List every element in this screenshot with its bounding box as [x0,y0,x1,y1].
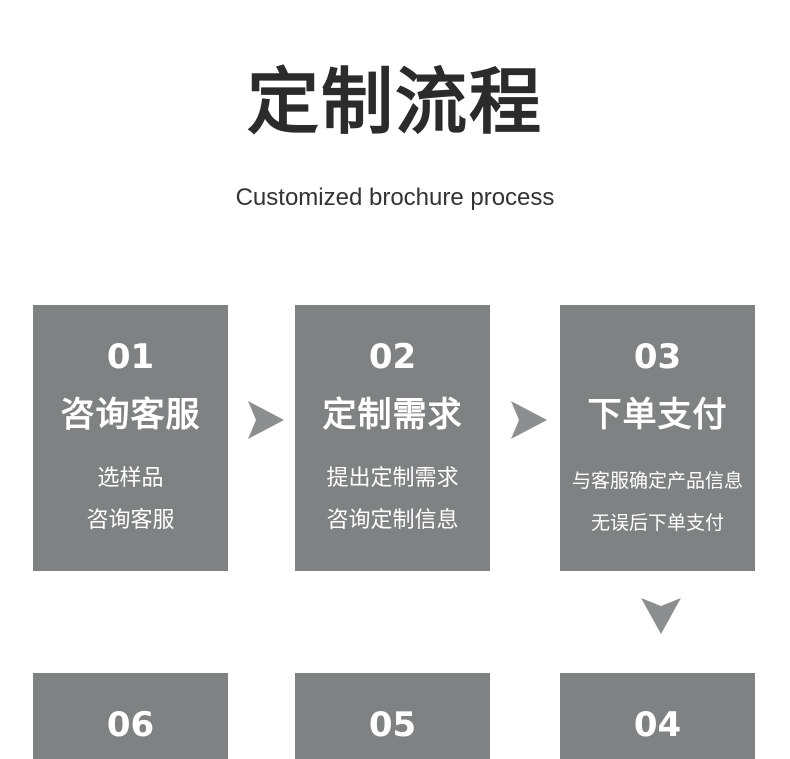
step-box-01: 01 咨询客服 选样品 咨询客服 [33,305,228,571]
arrow-down-icon [641,598,681,634]
step-number: 03 [633,337,682,377]
step-box-03: 03 下单支付 与客服确定产品信息 无误后下单支付 [560,305,755,571]
step-detail: 无误后下单支付 [590,512,724,534]
step-number: 05 [368,705,417,745]
step-title: 下单支付 [587,395,728,435]
arrow-right-icon [248,401,284,439]
step-detail: 咨询客服 [86,508,175,533]
step-number: 01 [106,337,155,377]
page-subtitle: Customized brochure process [235,184,555,211]
step-title: 定制需求 [322,395,463,435]
step-number: 06 [106,705,155,745]
step-title: 咨询客服 [60,395,201,435]
step-detail: 提出定制需求 [326,466,459,491]
arrow-right-icon [511,401,547,439]
step-box-05: 05 [295,673,490,759]
step-detail: 选样品 [97,466,164,491]
step-detail: 咨询定制信息 [326,508,459,533]
step-detail: 与客服确定产品信息 [571,470,743,492]
step-number: 04 [633,705,682,745]
step-box-04: 04 [560,673,755,759]
step-box-02: 02 定制需求 提出定制需求 咨询定制信息 [295,305,490,571]
step-number: 02 [368,337,417,377]
page-title: 定制流程 [246,60,543,144]
step-box-06: 06 [33,673,228,759]
